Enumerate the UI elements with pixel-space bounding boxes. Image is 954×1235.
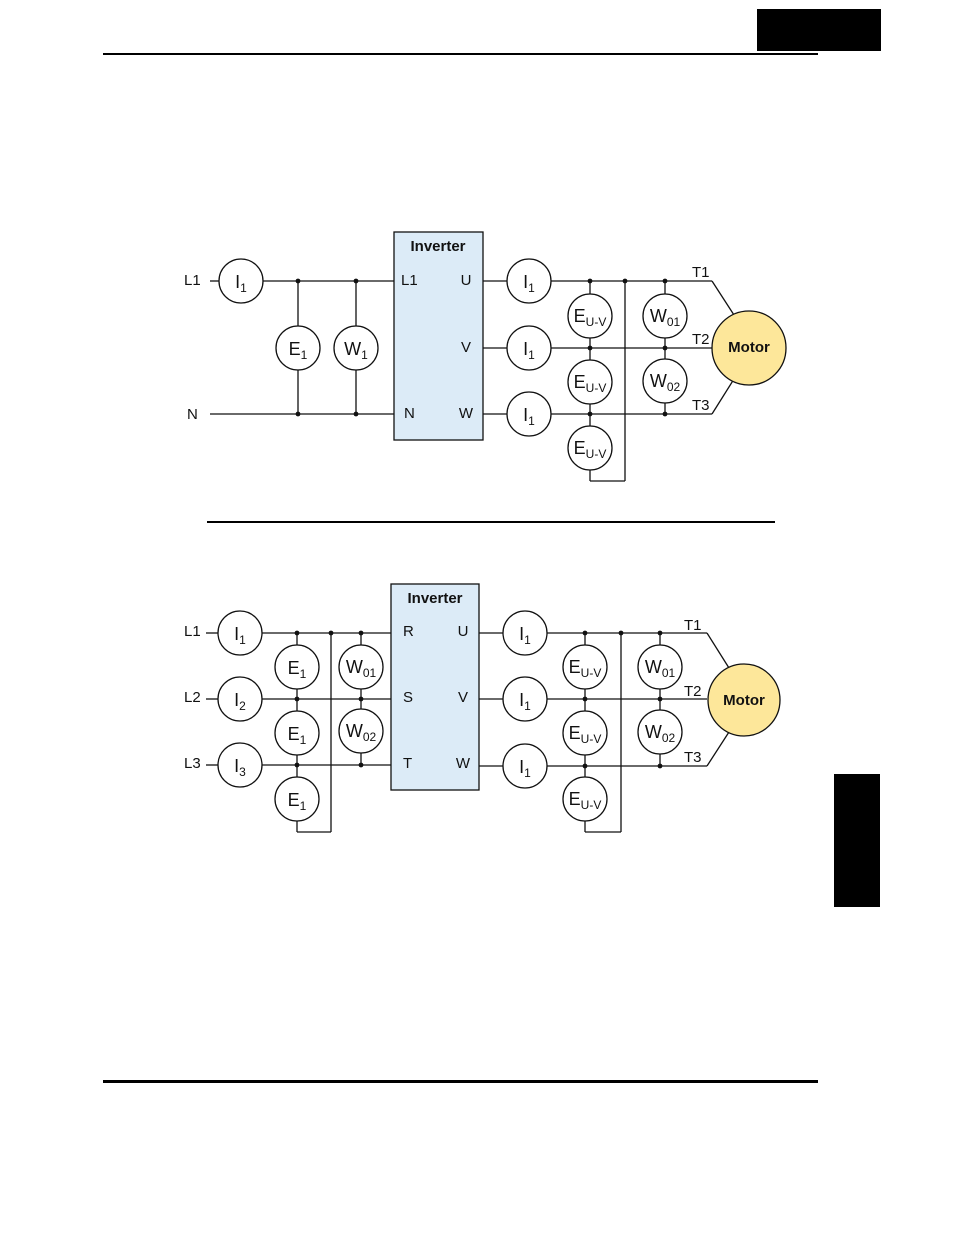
- terminal-u: U: [461, 272, 472, 289]
- terminal-l1: L1: [401, 272, 418, 289]
- terminal-w: W: [459, 405, 474, 422]
- terminal-r: R: [403, 623, 414, 640]
- input-label-l1: L1: [184, 623, 201, 640]
- motor-terminal-t2: T2: [684, 683, 702, 700]
- terminal-v: V: [461, 339, 471, 356]
- input-label-n: N: [187, 406, 198, 423]
- motor-terminal-t2: T2: [692, 331, 710, 348]
- terminal-w: W: [456, 755, 471, 772]
- terminal-u: U: [458, 623, 469, 640]
- terminal-t: T: [403, 755, 412, 772]
- terminal-n: N: [404, 405, 415, 422]
- motor-label: Motor: [728, 339, 770, 356]
- terminal-s: S: [403, 689, 413, 706]
- inverter-title: Inverter: [410, 238, 465, 255]
- motor-terminal-t3: T3: [684, 749, 702, 766]
- input-label-l1: L1: [184, 272, 201, 289]
- terminal-v: V: [458, 689, 468, 706]
- input-label-l3: L3: [184, 755, 201, 772]
- motor-terminal-t1: T1: [684, 617, 702, 634]
- motor-terminal-t3: T3: [692, 397, 710, 414]
- input-label-l2: L2: [184, 689, 201, 706]
- motor-terminal-t1: T1: [692, 264, 710, 281]
- motor-label: Motor: [723, 692, 765, 709]
- inverter-title: Inverter: [407, 590, 462, 607]
